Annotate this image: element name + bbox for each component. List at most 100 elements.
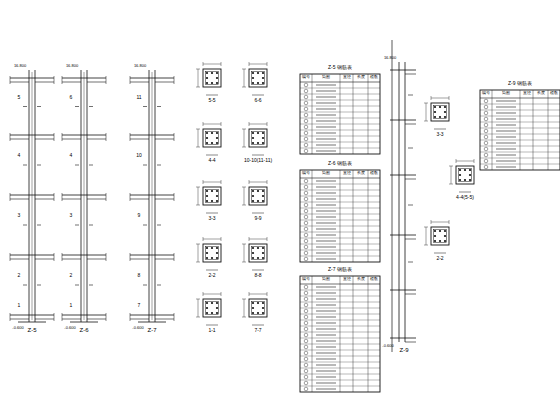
rebar-sketch [316, 371, 336, 372]
row-circle [304, 215, 308, 219]
section-mark [157, 285, 161, 286]
dimension-tick [267, 292, 268, 296]
rebar-dot [216, 190, 218, 192]
dimension-tick [242, 205, 246, 206]
dimension-line [451, 166, 452, 184]
rebar-dot [262, 82, 264, 84]
table-rule [340, 276, 341, 392]
table-header: 简图 [502, 92, 510, 96]
row-circle [304, 209, 308, 213]
rebar-sketch [316, 247, 336, 248]
row-circle [304, 387, 308, 391]
row-circle [304, 381, 308, 385]
slab-line [130, 259, 149, 260]
section-mark [23, 106, 27, 107]
column-name: Z-5 [28, 327, 37, 333]
rebar-dot [257, 200, 259, 202]
slab-line [155, 139, 174, 140]
section-mark [89, 225, 93, 226]
stirrup [434, 106, 447, 119]
dimension-line [203, 124, 221, 125]
rebar-dot [206, 247, 208, 249]
section-mark [37, 165, 41, 166]
rebar-dot [211, 142, 213, 144]
column-section [203, 129, 221, 147]
row-circle [484, 153, 488, 157]
rebar-dot [252, 132, 254, 134]
break-line [62, 133, 63, 141]
rebar-dot [206, 302, 208, 304]
rebar-dot [206, 72, 208, 74]
rebar-sketch [316, 353, 336, 354]
rebar-dot [206, 77, 208, 79]
title-underline [252, 270, 264, 271]
title-underline [206, 213, 218, 214]
stirrup [252, 72, 265, 85]
dimension-line [244, 69, 245, 87]
slab-line [10, 78, 54, 79]
drawing-label: Z-9 钢筋表 [508, 81, 532, 86]
slab-line [155, 82, 174, 83]
slab-line [405, 294, 416, 295]
stirrup [252, 247, 265, 260]
table-header: 编号 [482, 92, 490, 96]
slab-line [62, 82, 81, 83]
column-section [203, 244, 221, 262]
break-line [130, 253, 131, 261]
section-mark [157, 106, 161, 107]
row-circle [304, 233, 308, 237]
table-header: 长度 [357, 278, 365, 282]
dimension-tick [424, 227, 428, 228]
row-circle [304, 143, 308, 147]
rebar-sketch [316, 211, 336, 212]
slab-line [390, 120, 416, 121]
dimension-tick [242, 69, 246, 70]
column-edge [29, 70, 30, 322]
dimension-tick [221, 180, 222, 184]
dimension-line [249, 64, 267, 65]
drawing-label: 4 [70, 153, 73, 158]
dimension-tick [221, 62, 222, 66]
rebar-dot [262, 137, 264, 139]
section-mark [157, 225, 161, 226]
dimension-tick [242, 262, 246, 263]
rebar-dot [257, 132, 259, 134]
rebar-sketch [316, 193, 336, 194]
table-header: 简图 [322, 76, 330, 80]
row-circle [304, 309, 308, 313]
dimension-line [198, 69, 199, 87]
slab-line [405, 179, 416, 180]
rebar-dot [444, 240, 446, 242]
drawing-label: 4-4 [208, 158, 215, 163]
row-circle [304, 197, 308, 201]
dimension-tick [196, 299, 200, 300]
rebar-sketch [316, 323, 336, 324]
slab-line [390, 338, 416, 339]
slab-line [10, 259, 29, 260]
title-underline [434, 129, 446, 130]
table-header: 根数 [370, 76, 378, 80]
dimension-tick [203, 237, 204, 241]
rebar-dot [434, 111, 436, 113]
rebar-dot [216, 137, 218, 139]
row-circle [304, 119, 308, 123]
dimension-line [431, 222, 449, 223]
drawing-label: 2 [70, 273, 73, 278]
row-circle [484, 135, 488, 139]
table-header: 直径 [343, 76, 351, 80]
row-circle [304, 203, 308, 207]
rebar-dot [262, 190, 264, 192]
rebar-sketch [316, 85, 336, 86]
rebar-table [480, 90, 560, 170]
title-underline [206, 325, 218, 326]
rebar-dot [206, 82, 208, 84]
dimension-tick [221, 237, 222, 241]
slab-line [130, 255, 174, 256]
section-mark [408, 148, 413, 149]
drawing-label: 7 [138, 303, 141, 308]
rebar-sketch [316, 109, 336, 110]
sheet-divider [392, 40, 393, 352]
slab-line [130, 78, 174, 79]
rebar-dot [252, 142, 254, 144]
break-line [54, 313, 55, 321]
